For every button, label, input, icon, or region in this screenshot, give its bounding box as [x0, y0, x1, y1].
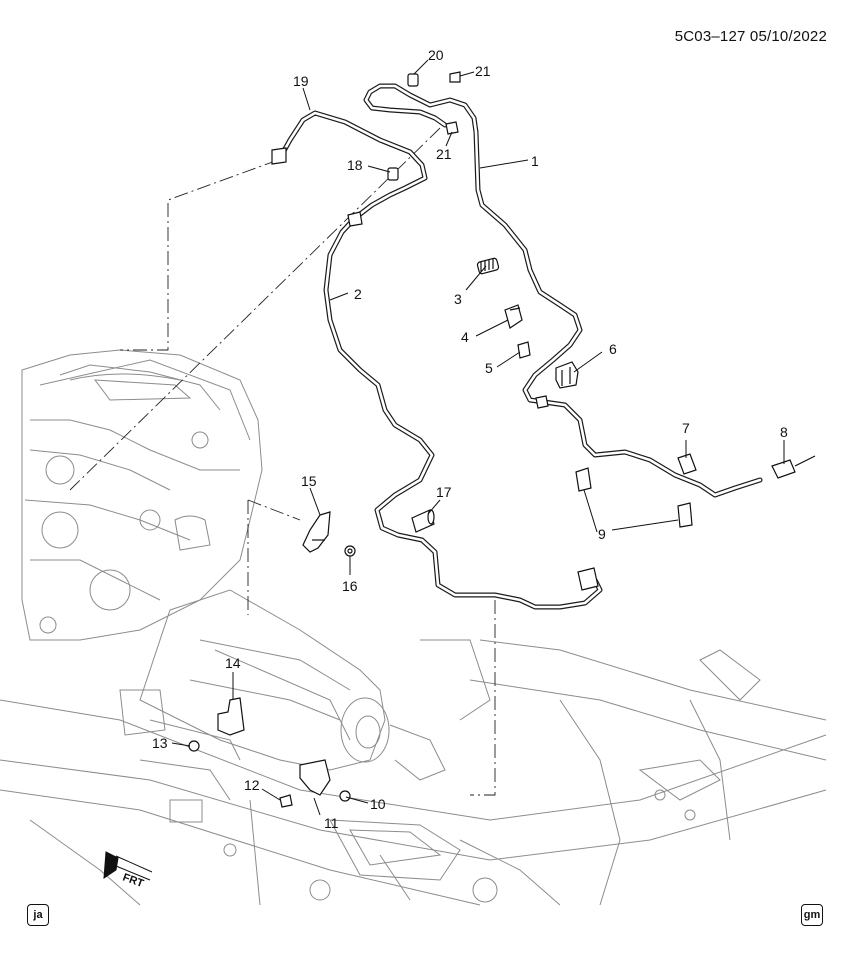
- part-17-sleeve: [411, 509, 435, 533]
- front-arrow-icon: [103, 851, 119, 879]
- part-9-clips: [575, 467, 693, 528]
- reference-leader-lines: [69, 127, 496, 796]
- callout-11: 11: [324, 815, 339, 831]
- part-16-nut: [344, 545, 356, 557]
- callout-1: 1: [531, 153, 539, 169]
- hose-assembly-1: [363, 83, 763, 498]
- part-5-clip: [517, 341, 531, 359]
- callout-7: 7: [682, 420, 690, 436]
- callout-21-lower: 21: [436, 146, 452, 162]
- engine-transmission-frame-illustration: [0, 349, 827, 906]
- gm-logo-badge: gm: [801, 904, 823, 926]
- part-21-clips: [445, 71, 461, 135]
- callout-10: 10: [370, 796, 386, 812]
- callout-12: 12: [244, 777, 260, 793]
- part-15-bracket: [302, 511, 331, 553]
- part-8-fitting: [771, 455, 816, 479]
- callout-21-upper: 21: [475, 63, 491, 79]
- part-18-clip: [387, 167, 399, 181]
- callout-16: 16: [342, 578, 358, 594]
- callout-6: 6: [609, 341, 617, 357]
- part-3-sleeve: [476, 257, 500, 275]
- hose-assembly-1-core: [364, 84, 762, 497]
- part-4-retainer: [504, 304, 523, 329]
- callout-leader-lines: [171, 59, 785, 816]
- callout-5: 5: [485, 360, 493, 376]
- callout-15: 15: [301, 473, 317, 489]
- callout-9: 9: [598, 526, 606, 542]
- part-7-sleeve: [677, 453, 697, 475]
- document-id-date: 5C03–127 05/10/2022: [674, 28, 827, 45]
- part-20-clip: [407, 73, 419, 87]
- part-6-bracket: [555, 361, 579, 389]
- callout-18: 18: [347, 157, 363, 173]
- illustrator-code-badge: ja: [27, 904, 49, 926]
- callout-14: 14: [225, 655, 241, 671]
- callout-8: 8: [780, 424, 788, 440]
- callout-19: 19: [293, 73, 309, 89]
- callout-numbers: 1 2 3 4 5 6 7 8 9 10 11 12 13 14 15 16 1…: [152, 47, 788, 831]
- hose-end-fittings: [271, 147, 599, 591]
- part-14-bracket: [217, 697, 245, 736]
- front-direction-label: FRT: [121, 872, 145, 891]
- callout-2: 2: [354, 286, 362, 302]
- front-direction-indicator: FRT: [103, 851, 153, 891]
- callout-4: 4: [461, 329, 469, 345]
- hose-assembly-2-19-core: [278, 111, 602, 609]
- callout-3: 3: [454, 291, 462, 307]
- callout-13: 13: [152, 735, 168, 751]
- callout-17: 17: [436, 484, 452, 500]
- callout-20: 20: [428, 47, 444, 63]
